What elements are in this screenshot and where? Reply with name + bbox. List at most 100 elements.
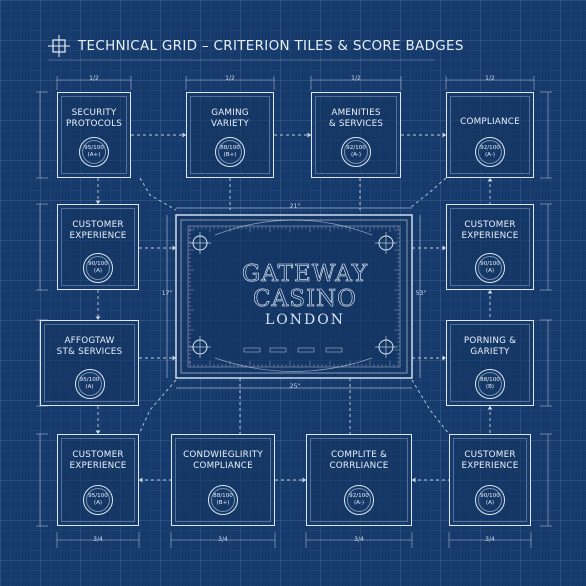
- tile-label: CUSTOMER EXPERIENCE: [69, 450, 127, 471]
- badge-score: 92/100: [349, 493, 369, 499]
- dim-label: 1/2: [225, 75, 235, 82]
- diagram-title: TECHNICAL GRID – CRITERION TILES & SCORE…: [78, 38, 464, 54]
- center-panel-frame: [175, 214, 413, 379]
- criterion-tile-amenities-services: AMENITIES & SERVICES 92/100 (A-): [311, 92, 401, 178]
- connector-arrowhead: [307, 132, 311, 138]
- score-badge: 90/100 (A): [475, 485, 505, 515]
- dim-label: 3/4: [93, 536, 103, 543]
- tile-label: SECURITY PROTOCOLS: [66, 108, 122, 129]
- score-badge: 88/100 (B+): [208, 485, 238, 515]
- badge-score: 88/100: [480, 377, 500, 383]
- connector-line: [139, 177, 177, 211]
- connector-arrowhead: [95, 430, 101, 434]
- panel-marker: [297, 347, 315, 353]
- crosshair-icon: [48, 35, 70, 57]
- score-badge: 90/100 (A): [83, 253, 113, 283]
- dim-label: 3/4: [354, 536, 364, 543]
- panel-marker: [243, 347, 261, 353]
- badge-grade: (B+): [223, 152, 237, 158]
- dim-label: 1/2: [351, 75, 361, 82]
- center-dim-bottom: 25": [289, 383, 301, 390]
- center-dim-right: 53": [415, 290, 427, 297]
- badge-score: 92/100: [480, 145, 500, 151]
- connector-arrowhead: [95, 200, 101, 204]
- panel-marker: [269, 347, 287, 353]
- panel-marker: [325, 347, 343, 353]
- badge-grade: (A-): [353, 500, 365, 506]
- connector-arrowhead: [487, 290, 493, 294]
- tile-label: PORNING & GARIETY: [463, 336, 517, 357]
- criterion-tile-porning-gariety: PORNING & GARIETY 88/100 (B): [446, 320, 534, 406]
- dim-label: 1/2: [89, 75, 99, 82]
- badge-score: 92/100: [346, 145, 366, 151]
- connector-arrowhead: [487, 406, 493, 410]
- center-line-london: LONDON: [265, 312, 345, 328]
- badge-score: 90/100: [88, 261, 108, 267]
- decorative-arc: [214, 219, 373, 236]
- score-badge: 88/100 (B+): [215, 137, 245, 167]
- criterion-tile-customer-experience-bottom-right: CUSTOMER EXPERIENCE 90/100 (A): [449, 434, 531, 526]
- center-line-casino: CASINO: [252, 286, 358, 312]
- badge-grade: (A-): [484, 152, 496, 158]
- connector-arrowhead: [95, 316, 101, 320]
- center-dim-top: 21": [289, 203, 301, 210]
- dim-label: 1/2: [485, 75, 495, 82]
- tile-label: AFFOGTAW ST& SERVICES: [56, 336, 123, 357]
- criterion-tile-compliance: COMPLIANCE 92/100 (A-): [446, 92, 534, 178]
- connector-arrowhead: [412, 477, 416, 483]
- score-badge: 95/100 (A): [74, 369, 105, 399]
- criterion-tile-gaming-variety: GAMING VARIETY 88/100 (B+): [186, 92, 274, 178]
- badge-grade: (A+): [87, 152, 101, 158]
- badge-grade: (A): [93, 500, 103, 506]
- badge-score: 95/100: [88, 493, 108, 499]
- tile-label: CUSTOMER EXPERIENCE: [461, 450, 519, 471]
- score-badge: 92/100 (A-): [475, 137, 505, 167]
- badge-grade: (A): [85, 384, 94, 390]
- badge-grade: (B): [485, 384, 495, 390]
- connector-line: [138, 379, 177, 435]
- center-panel-title: GATEWAY CASINO LONDON: [180, 261, 430, 329]
- tile-label: GAMING VARIETY: [211, 108, 249, 129]
- connector-arrowhead: [182, 132, 186, 138]
- dim-label: 3/4: [218, 536, 228, 543]
- badge-score: 90/100: [480, 261, 500, 267]
- dim-label: 3/4: [485, 536, 495, 543]
- criterion-tile-customer-experience-left: CUSTOMER EXPERIENCE 90/100 (A): [57, 204, 139, 290]
- center-line-gateway: GATEWAY: [241, 261, 369, 287]
- connector-arrowhead: [442, 355, 446, 361]
- criterion-tile-security-protocols: SECURITY PROTOCOLS 95/100 (A+): [57, 92, 131, 178]
- decorative-arc: [214, 357, 373, 372]
- badge-score: 90/100: [480, 493, 500, 499]
- tile-label: AMENITIES & SERVICES: [328, 108, 384, 129]
- tile-label: CUSTOMER EXPERIENCE: [69, 220, 127, 241]
- score-badge: 95/100 (A): [83, 485, 113, 515]
- badge-grade: (A-): [350, 152, 362, 158]
- criterion-tile-affogtaw-services: AFFOGTAW ST& SERVICES 95/100 (A): [40, 320, 139, 406]
- connector-arrowhead: [139, 477, 143, 483]
- badge-grade: (A): [485, 500, 495, 506]
- score-badge: 92/100 (A-): [344, 485, 374, 515]
- score-badge: 95/100 (A+): [79, 137, 109, 167]
- tile-label: CUSTOMER EXPERIENCE: [461, 220, 519, 241]
- badge-grade: (A): [93, 268, 103, 274]
- badge-score: 88/100: [220, 145, 240, 151]
- connector-arrowhead: [172, 355, 176, 361]
- criterion-tile-customer-experience-right: CUSTOMER EXPERIENCE 90/100 (A): [446, 204, 534, 290]
- criterion-tile-customer-experience-bottom-left: CUSTOMER EXPERIENCE 95/100 (A): [57, 434, 139, 526]
- tile-label: CONDWIEGLIRITY COMPLIANCE: [183, 450, 263, 471]
- score-badge: 90/100 (A): [475, 253, 505, 283]
- connector-arrowhead: [442, 132, 446, 138]
- criterion-tile-complite-corrliance: COMPLITE & CORRLIANCE 92/100 (A-): [306, 434, 412, 526]
- connector-arrowhead: [302, 477, 306, 483]
- tile-label: COMPLITE & CORRLIANCE: [329, 450, 389, 471]
- connector-line: [409, 177, 447, 209]
- title-bar: TECHNICAL GRID – CRITERION TILES & SCORE…: [48, 34, 464, 58]
- badge-score: 88/100: [213, 493, 233, 499]
- badge-score: 95/100: [79, 377, 100, 383]
- badge-grade: (A): [485, 268, 495, 274]
- connector-arrowhead: [442, 245, 446, 251]
- criterion-tile-condwiegliity-compliance: CONDWIEGLIRITY COMPLIANCE 88/100 (B+): [171, 434, 275, 526]
- badge-grade: (B+): [216, 500, 230, 506]
